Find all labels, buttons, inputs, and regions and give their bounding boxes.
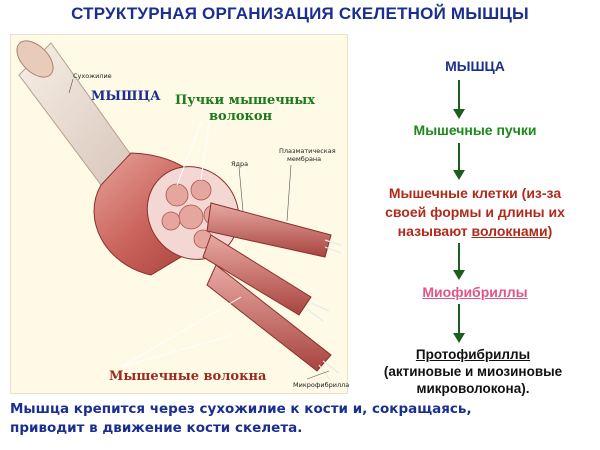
fascicle-lower (206, 264, 332, 372)
fascicle-middle (202, 234, 312, 316)
fascicle-upper (206, 202, 332, 258)
flow-step-cells-line3: называют волокнами) (397, 223, 553, 239)
arrow-down-icon (453, 143, 465, 180)
fascicle-sections (161, 179, 225, 249)
label-microfibril: Микрофибрилла (293, 381, 350, 389)
caption-line2: приводит в движение кости скелета. (10, 420, 303, 436)
label-bundles-1: Пучки мышечных (175, 93, 316, 108)
label-nucleus: Ядра (231, 160, 249, 168)
muscle-illustration: МЫШЦА Пучки мышечных волокон Мышечные во… (10, 34, 350, 394)
label-muscle: МЫШЦА (91, 89, 161, 104)
arrow-down-icon (453, 243, 465, 280)
flow-step-protofibrils-line2: (актиновые и миозиновые (383, 364, 563, 379)
label-tendon: Сухожилие (73, 72, 112, 80)
flow-step-protofibrils-line1: Протофибриллы (415, 347, 531, 362)
flow-step-protofibrils-line3: микроволокона). (416, 381, 530, 396)
flow-step-protofibrils: Протофибриллы (актиновые и миозиновые ми… (348, 346, 598, 397)
tendon-end (16, 40, 54, 78)
flow-step-bundles: Мышечные пучки (413, 122, 537, 138)
flow-step-muscle: МЫШЦА (445, 58, 505, 74)
label-membrane-1: Плазматическая (279, 147, 336, 155)
label-fibers: Мышечные волокна (109, 369, 267, 384)
pointer-lines (120, 122, 242, 368)
label-membrane-2: мембрана (287, 155, 322, 163)
arrow-down-icon (453, 304, 465, 343)
caption-line1: Мышца крепится через сухожилие к кости и… (10, 401, 472, 417)
flow-step-myofibrils: Миофибриллы (422, 284, 528, 300)
label-bundles-2: волокон (209, 109, 273, 124)
page-title: СТРУКТУРНАЯ ОРГАНИЗАЦИЯ СКЕЛЕТНОЙ МЫШЦЫ (71, 4, 529, 23)
arrow-down-icon (453, 80, 465, 119)
small-pointer-lines (68, 78, 330, 380)
caption: Мышца крепится через сухожилие к кости и… (10, 400, 595, 438)
flow-step-cells-line2: своей формы и длины их (385, 204, 565, 220)
flow-step-cells: Мышечные клетки (из-за своей формы и дли… (352, 184, 598, 241)
flow-step-cells-line1: Мышечные клетки (из-за (388, 185, 562, 201)
muscle-drawing (16, 40, 342, 382)
microfibril-strands (306, 239, 342, 382)
